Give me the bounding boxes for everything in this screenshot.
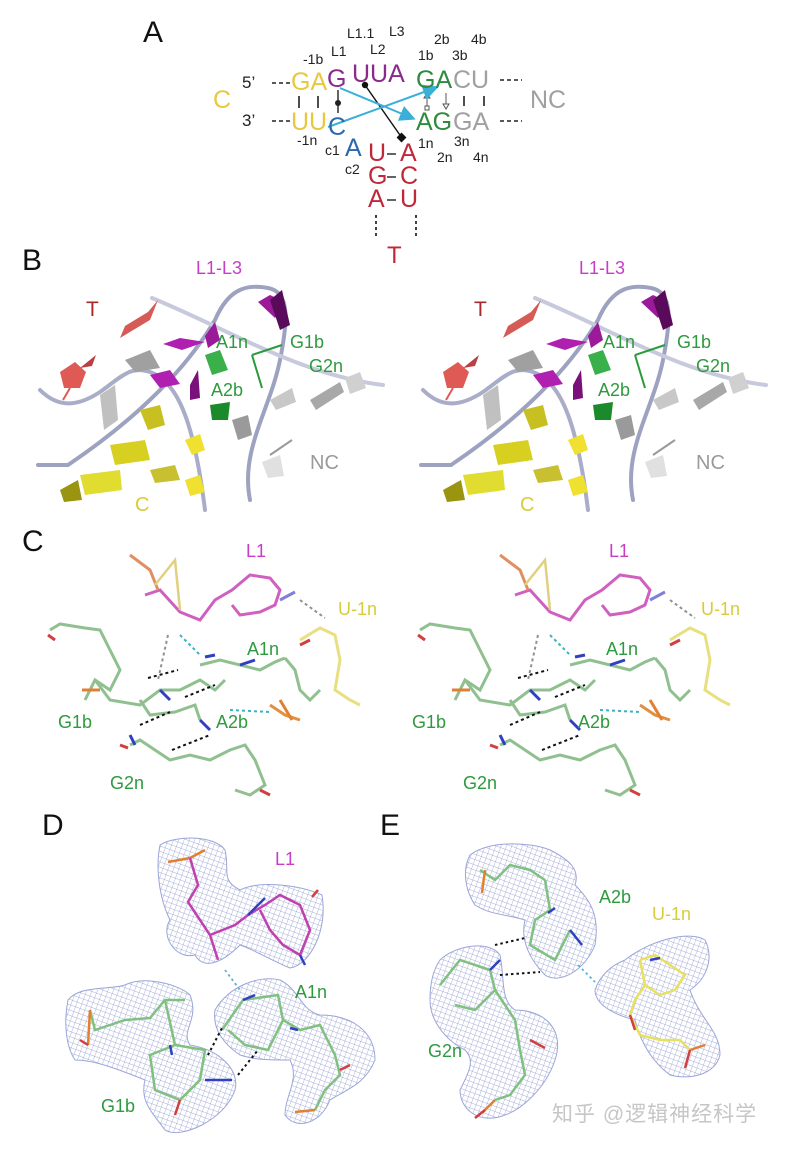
- label-4b: 4b: [471, 31, 487, 47]
- panel-a-connectors: [272, 79, 522, 237]
- label-l1: L1: [609, 541, 630, 561]
- label-3b: 3b: [452, 47, 468, 63]
- label-4n: 4n: [473, 149, 489, 165]
- label-g1b: G1b: [677, 332, 712, 352]
- label-g1b: G1b: [58, 712, 93, 732]
- label-g2n: G2n: [463, 773, 498, 793]
- label-l1-1: L1.1: [347, 25, 375, 41]
- loop-bases: UUA: [352, 60, 405, 88]
- label-c1: c1: [325, 142, 340, 158]
- t-stem-right-3: U: [400, 185, 419, 213]
- label-a2b: A2b: [578, 712, 611, 732]
- label-1b: 1b: [418, 47, 434, 63]
- label-a1n: A1n: [247, 639, 280, 659]
- cartoon-view-left: [36, 284, 385, 512]
- panel-letter-b: B: [22, 244, 43, 277]
- t-stem-right-1: A: [400, 139, 417, 167]
- panel-letter-d: D: [42, 809, 64, 842]
- label-g2n: G2n: [309, 356, 344, 376]
- panel-letter-e: E: [380, 809, 401, 842]
- label-g2n: G2n: [696, 356, 731, 376]
- c1-base: C: [328, 113, 347, 141]
- label-a1n: A1n: [216, 332, 249, 352]
- stick-view-left: [47, 553, 361, 797]
- c-strand-bottom-bases: UU: [291, 108, 328, 136]
- panel-letter-a: A: [143, 16, 164, 49]
- label-t: T: [474, 298, 487, 321]
- label-1n: 1n: [418, 135, 434, 151]
- l1-base: G: [327, 65, 347, 93]
- label-minus-1n: -1n: [297, 132, 318, 148]
- label-t: T: [86, 298, 99, 321]
- label-a1n: A1n: [606, 639, 639, 659]
- label-g1b: G1b: [290, 332, 325, 352]
- label-u-1n: U-1n: [338, 599, 378, 619]
- label-a2b: A2b: [599, 887, 632, 907]
- panel-letter-c: C: [22, 525, 44, 558]
- t-stem-left-3: A: [368, 185, 385, 213]
- label-l1: L1: [331, 43, 347, 59]
- c2-base: A: [345, 134, 362, 162]
- label-g2n: G2n: [428, 1041, 463, 1061]
- three-prime-label: 3’: [242, 111, 256, 130]
- label-l1: L1: [275, 849, 296, 869]
- five-prime-label: 5’: [242, 73, 256, 92]
- t-stem-left-2: G: [368, 162, 388, 190]
- label-u-1n: U-1n: [701, 599, 741, 619]
- nc-strand-label: NC: [530, 86, 567, 114]
- label-nc: NC: [696, 452, 725, 474]
- t-stem-right-2: C: [400, 162, 419, 190]
- nc-top-other-bases: CU: [453, 66, 490, 94]
- label-g2n: G2n: [110, 773, 145, 793]
- label-2b: 2b: [434, 31, 450, 47]
- label-l1-l3: L1-L3: [196, 258, 243, 278]
- c-strand-top-bases: GA: [291, 68, 328, 96]
- label-3n: 3n: [454, 133, 470, 149]
- label-l1: L1: [246, 541, 267, 561]
- label-a2b: A2b: [216, 712, 249, 732]
- label-a2b: A2b: [598, 380, 631, 400]
- label-nc: NC: [310, 452, 339, 474]
- label-a1n: A1n: [603, 332, 636, 352]
- watermark: 知乎 @逻辑神经科学: [552, 1103, 758, 1126]
- label-l1-l3: L1-L3: [579, 258, 626, 278]
- label-a2b: A2b: [211, 380, 244, 400]
- label-a1n: A1n: [295, 982, 328, 1002]
- label-c2: c2: [345, 161, 360, 177]
- label-minus-1b: -1b: [303, 51, 324, 67]
- label-2n: 2n: [437, 149, 453, 165]
- t-stem-left-1: U: [368, 139, 387, 167]
- label-c: C: [135, 494, 150, 516]
- label-l2: L2: [370, 41, 386, 57]
- t-strand-label: T: [387, 242, 402, 269]
- nc-bottom-other-bases: GA: [453, 108, 490, 136]
- label-g1b: G1b: [101, 1096, 136, 1116]
- label-l3: L3: [389, 23, 405, 39]
- label-g1b: G1b: [412, 712, 447, 732]
- label-c: C: [520, 494, 535, 516]
- c-strand-label: C: [213, 86, 232, 114]
- nc-top-paired-bases: GA: [416, 66, 453, 94]
- nc-bottom-paired-bases: AG: [416, 108, 453, 136]
- label-u-1n: U-1n: [652, 904, 692, 924]
